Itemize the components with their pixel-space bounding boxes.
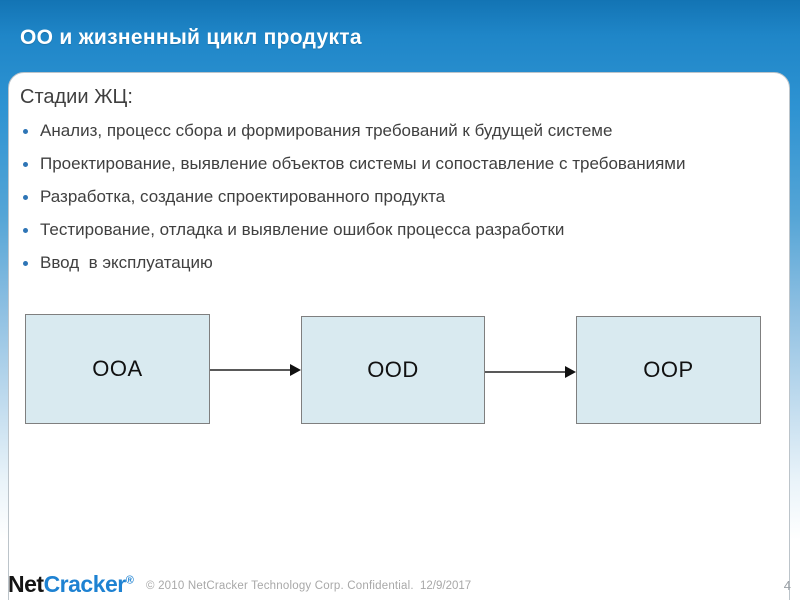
bullet-text: Проектирование, выявление объектов систе… [40,154,686,173]
bullet-text: Разработка, создание спроектированного п… [40,187,446,206]
bullet-dot-icon [23,195,28,200]
bullet-dot-icon [23,162,28,167]
footer: NetCracker® © 2010 NetCracker Technology… [0,568,800,600]
box-ooa-label: OOA [92,356,143,381]
box-ood-label: OOD [367,357,419,382]
box-ooa: OOA [25,314,210,424]
box-oop: OOP [576,316,761,424]
bullet-item: Тестирование, отладка и выявление ошибок… [20,215,720,245]
bullet-dot-icon [23,261,28,266]
slide-title: ОО и жизненный цикл продукта [20,26,362,49]
stages-heading: Стадии ЖЦ: [20,86,133,108]
content-block: Стадии ЖЦ: Анализ, процесс сбора и форми… [20,85,732,281]
arrowhead-right-icon [565,366,576,378]
bullet-text: Ввод в эксплуатацию [40,253,213,272]
logo-part-cracker: Cracker [43,571,127,597]
box-oop-label: OOP [643,357,694,382]
registered-trademark-icon: ® [125,574,134,587]
arrow-ooa-to-ood-icon [210,364,301,376]
page-number: 4 [783,578,791,593]
bullet-list: Анализ, процесс сбора и формирования тре… [20,116,720,278]
logo-part-net: Net [8,571,44,597]
bullet-item: Проектирование, выявление объектов систе… [20,149,720,179]
bullet-item: Ввод в эксплуатацию [20,248,720,278]
copyright-text: © 2010 NetCracker Technology Corp. Confi… [146,580,414,592]
netcracker-logo: NetCracker® [8,571,134,598]
bullet-dot-icon [23,129,28,134]
bullet-item: Разработка, создание спроектированного п… [20,182,720,212]
bullet-text: Тестирование, отладка и выявление ошибок… [40,220,565,239]
box-ood: OOD [301,316,485,424]
bullet-item: Анализ, процесс сбора и формирования тре… [20,116,720,146]
slide-date: 12/9/2017 [420,580,472,592]
arrowhead-right-icon [290,364,301,376]
bullet-dot-icon [23,228,28,233]
arrow-ood-to-oop-icon [485,366,576,378]
bullet-text: Анализ, процесс сбора и формирования тре… [40,121,613,140]
